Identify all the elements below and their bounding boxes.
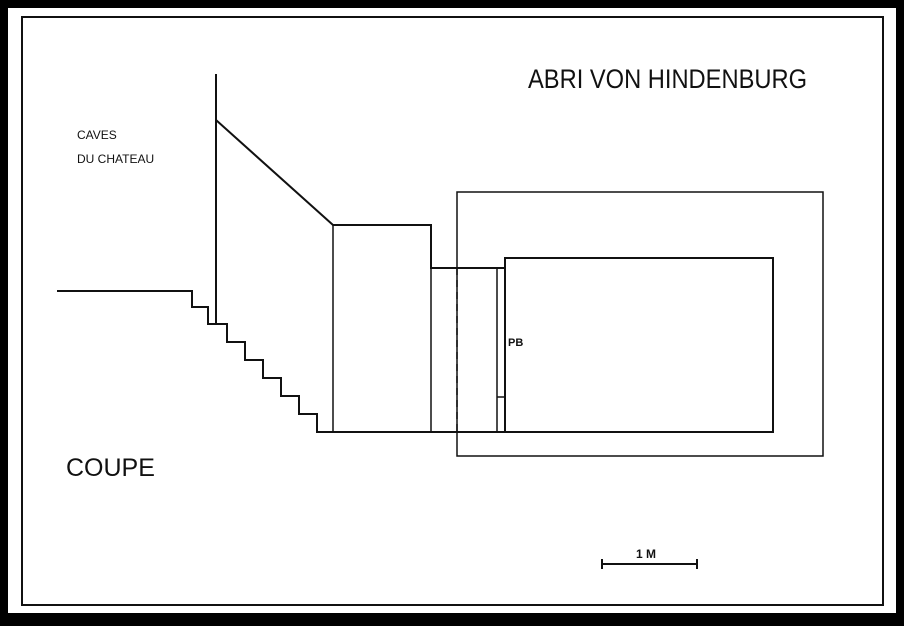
scale-label: 1 M: [636, 547, 656, 561]
staircase: [57, 290, 505, 433]
protective-envelope: [456, 191, 824, 457]
section-label: COUPE: [66, 454, 155, 482]
access-roof: [215, 119, 505, 269]
pb-label: PB: [508, 337, 523, 349]
paper: [8, 8, 896, 613]
scale-bar: 1 M: [601, 547, 698, 569]
drawing-title: ABRI VON HINDENBURG: [528, 64, 807, 94]
shelter-chamber: [504, 257, 774, 433]
caves-label-line2: DU CHATEAU: [77, 152, 154, 166]
caves-label-line1: CAVES: [77, 128, 117, 142]
inner-border: [21, 16, 884, 606]
